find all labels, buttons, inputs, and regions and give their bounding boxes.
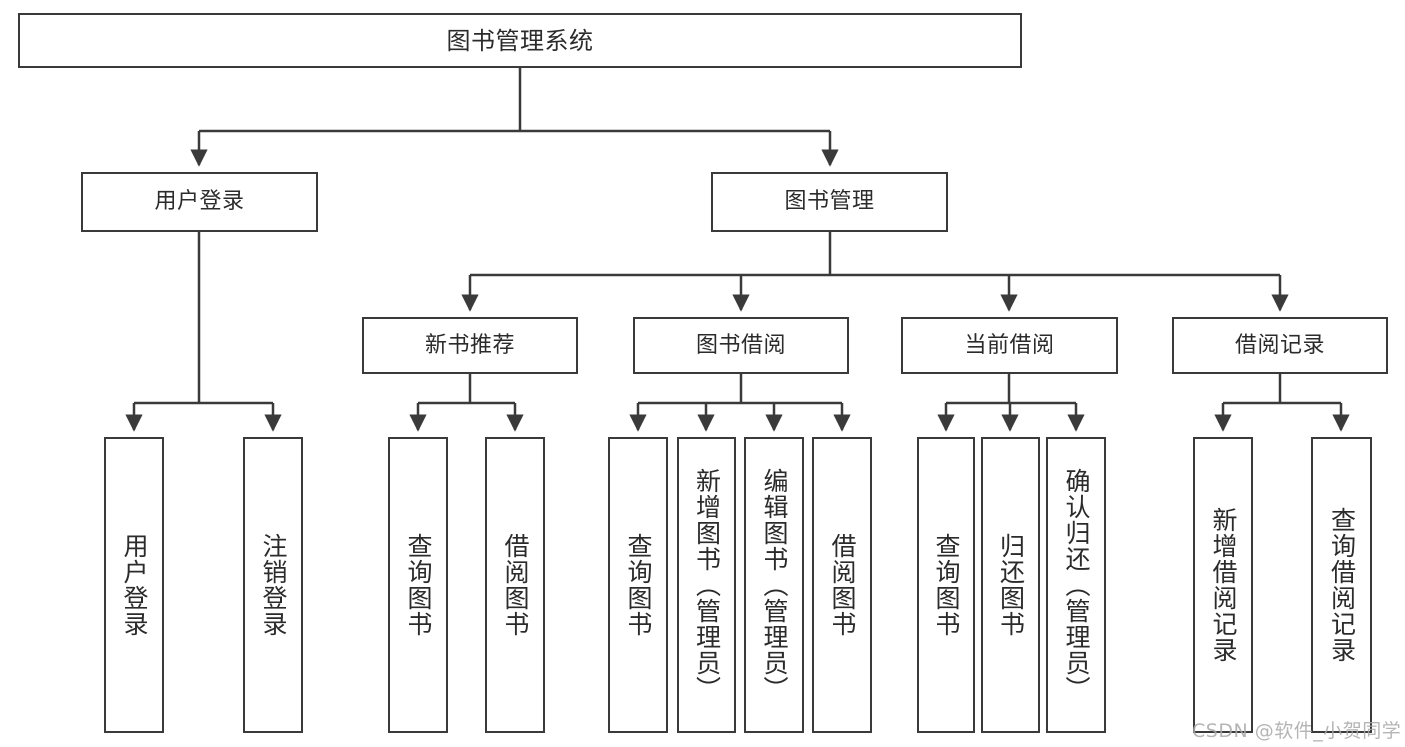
leaf-add-book-admin-label: 新增图书（管理员）	[692, 468, 722, 702]
leaf-query-book-current[interactable]: 查询图书	[917, 437, 975, 733]
node-current-borrow[interactable]: 当前借阅	[901, 317, 1118, 374]
leaf-user-login-label: 用户登录	[120, 533, 149, 637]
leaf-borrow-book-recommend[interactable]: 借阅图书	[485, 437, 545, 733]
node-user-login[interactable]: 用户登录	[81, 172, 318, 232]
leaf-user-login[interactable]: 用户登录	[104, 437, 164, 733]
node-user-login-label: 用户登录	[154, 189, 245, 215]
node-current-borrow-label: 当前借阅	[964, 332, 1055, 358]
node-root-label: 图书管理系统	[446, 26, 594, 55]
leaf-confirm-return-admin-label: 确认归还（管理员）	[1062, 468, 1091, 702]
leaf-return-book-label: 归还图书	[996, 533, 1026, 637]
leaf-return-book[interactable]: 归还图书	[981, 437, 1040, 733]
leaf-borrow-book-recommend-label: 借阅图书	[501, 533, 530, 637]
node-borrow-records-label: 借阅记录	[1234, 332, 1325, 358]
leaf-query-book-recommend[interactable]: 查询图书	[388, 437, 448, 733]
node-book-management-label: 图书管理	[784, 189, 875, 215]
leaf-edit-book-admin[interactable]: 编辑图书（管理员）	[744, 437, 804, 733]
leaf-logout-label: 注销登录	[259, 533, 288, 637]
leaf-borrow-book-label: 借阅图书	[828, 533, 857, 637]
node-borrow-records[interactable]: 借阅记录	[1172, 317, 1388, 374]
leaf-query-book-borrow-label: 查询图书	[624, 533, 653, 637]
leaf-add-borrow-record-label: 新增借阅记录	[1209, 507, 1238, 663]
node-root[interactable]: 图书管理系统	[18, 13, 1022, 68]
csdn-watermark: CSDN @软件_小贺同学	[1192, 720, 1402, 742]
leaf-borrow-book[interactable]: 借阅图书	[812, 437, 872, 733]
leaf-query-book-borrow[interactable]: 查询图书	[608, 437, 668, 733]
leaf-query-borrow-record-label: 查询借阅记录	[1327, 507, 1357, 663]
node-book-borrow[interactable]: 图书借阅	[633, 317, 849, 374]
leaf-logout[interactable]: 注销登录	[243, 437, 303, 733]
leaf-add-book-admin[interactable]: 新增图书（管理员）	[677, 437, 736, 733]
node-book-borrow-label: 图书借阅	[695, 332, 786, 358]
node-new-book-recommend[interactable]: 新书推荐	[362, 317, 578, 374]
leaf-query-book-current-label: 查询图书	[932, 533, 961, 637]
leaf-edit-book-admin-label: 编辑图书（管理员）	[760, 468, 789, 702]
leaf-add-borrow-record[interactable]: 新增借阅记录	[1193, 437, 1253, 733]
leaf-query-borrow-record[interactable]: 查询借阅记录	[1311, 437, 1372, 733]
leaf-confirm-return-admin[interactable]: 确认归还（管理员）	[1046, 437, 1106, 733]
leaf-query-book-recommend-label: 查询图书	[404, 533, 433, 637]
node-new-book-recommend-label: 新书推荐	[424, 332, 515, 358]
node-book-management[interactable]: 图书管理	[711, 172, 948, 232]
